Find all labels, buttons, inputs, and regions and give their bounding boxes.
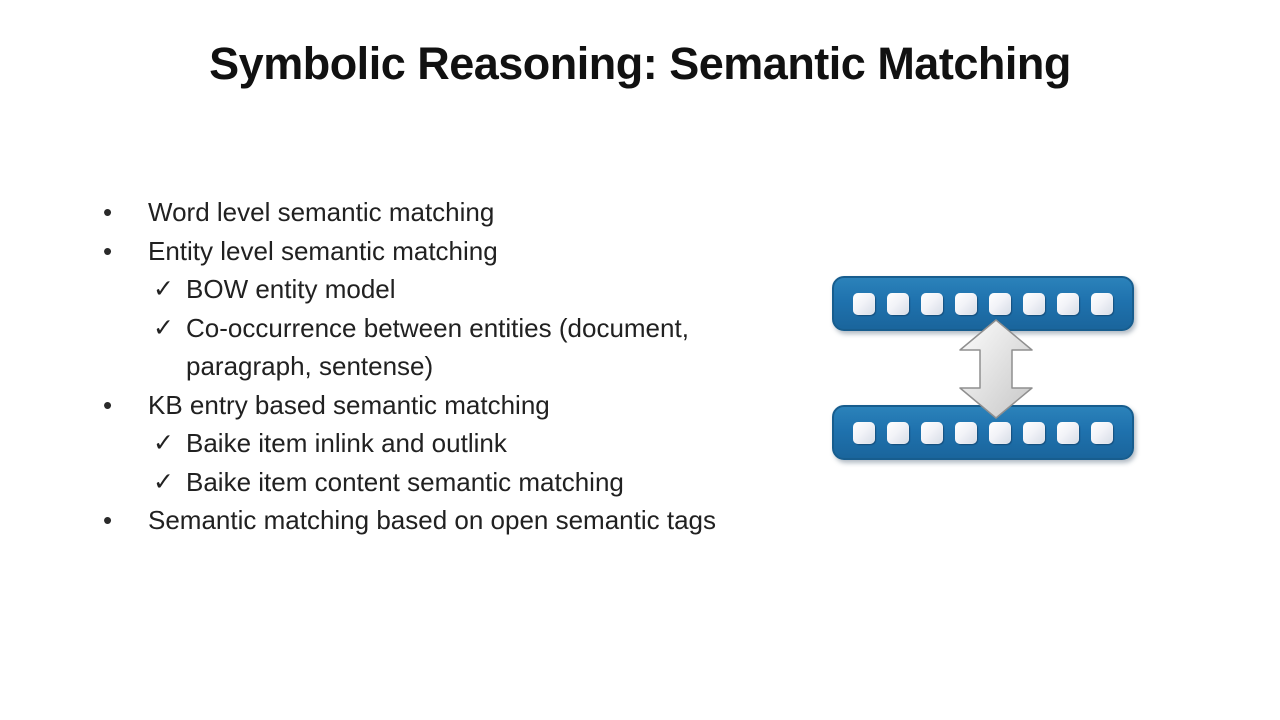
bullet-list: • Word level semantic matching • Entity lev… [103, 193, 793, 540]
list-item-text: KB entry based semantic matching [148, 389, 550, 420]
bullet-icon: • [103, 197, 113, 227]
list-item-text: Entity level semantic matching [148, 235, 498, 266]
vector-cell [955, 421, 977, 444]
list-item: • Semantic matching based on open semanti… [103, 501, 793, 540]
vector-cell [853, 421, 875, 444]
check-icon: ✓ [153, 467, 174, 496]
slide-title: Symbolic Reasoning: Semantic Matching [209, 38, 1071, 89]
list-item: • Entity level semantic matching [103, 232, 793, 271]
list-item: ✓ Co-occurrence between entities (documen… [153, 309, 793, 386]
semantic-matching-diagram [832, 276, 1134, 464]
vector-cell [1091, 421, 1113, 444]
vector-cell [853, 292, 875, 315]
vector-cell [887, 292, 909, 315]
bullet-icon: • [103, 235, 113, 266]
list-item-text: Baike item inlink and outlink [186, 428, 507, 458]
bullet-icon: • [103, 505, 113, 535]
list-item: ✓ Baike item inlink and outlink [153, 424, 793, 463]
vector-cell [1091, 292, 1113, 315]
up-down-arrow-icon [959, 319, 1033, 419]
list-item-text: Word level semantic matching [148, 197, 495, 227]
vector-cell [1023, 421, 1045, 444]
check-icon: ✓ [153, 429, 174, 457]
list-item-text: Semantic matching based on open semantic… [148, 505, 717, 535]
vector-cell [989, 292, 1011, 315]
vector-cell [989, 421, 1011, 444]
vector-bar-bottom [832, 405, 1134, 460]
check-icon: ✓ [153, 313, 174, 342]
check-icon: ✓ [153, 275, 174, 303]
list-item: ✓ Baike item content semantic matching [153, 463, 793, 502]
list-item-text: Co-occurrence between entities (document… [186, 312, 689, 382]
vector-cell [887, 421, 909, 444]
list-item: ✓ BOW entity model [153, 270, 793, 309]
list-item-text: BOW entity model [186, 274, 396, 304]
vector-cell [1057, 292, 1079, 315]
list-item-text: Baike item content semantic matching [186, 466, 624, 497]
bullet-icon: • [103, 389, 113, 420]
vector-cell [921, 292, 943, 315]
vector-cell [1057, 421, 1079, 444]
vector-cell [955, 292, 977, 315]
vector-cell [921, 421, 943, 444]
list-item: • KB entry based semantic matching [103, 386, 793, 425]
vector-bar-top [832, 276, 1134, 331]
vector-cell [1023, 292, 1045, 315]
list-item: • Word level semantic matching [103, 193, 793, 232]
